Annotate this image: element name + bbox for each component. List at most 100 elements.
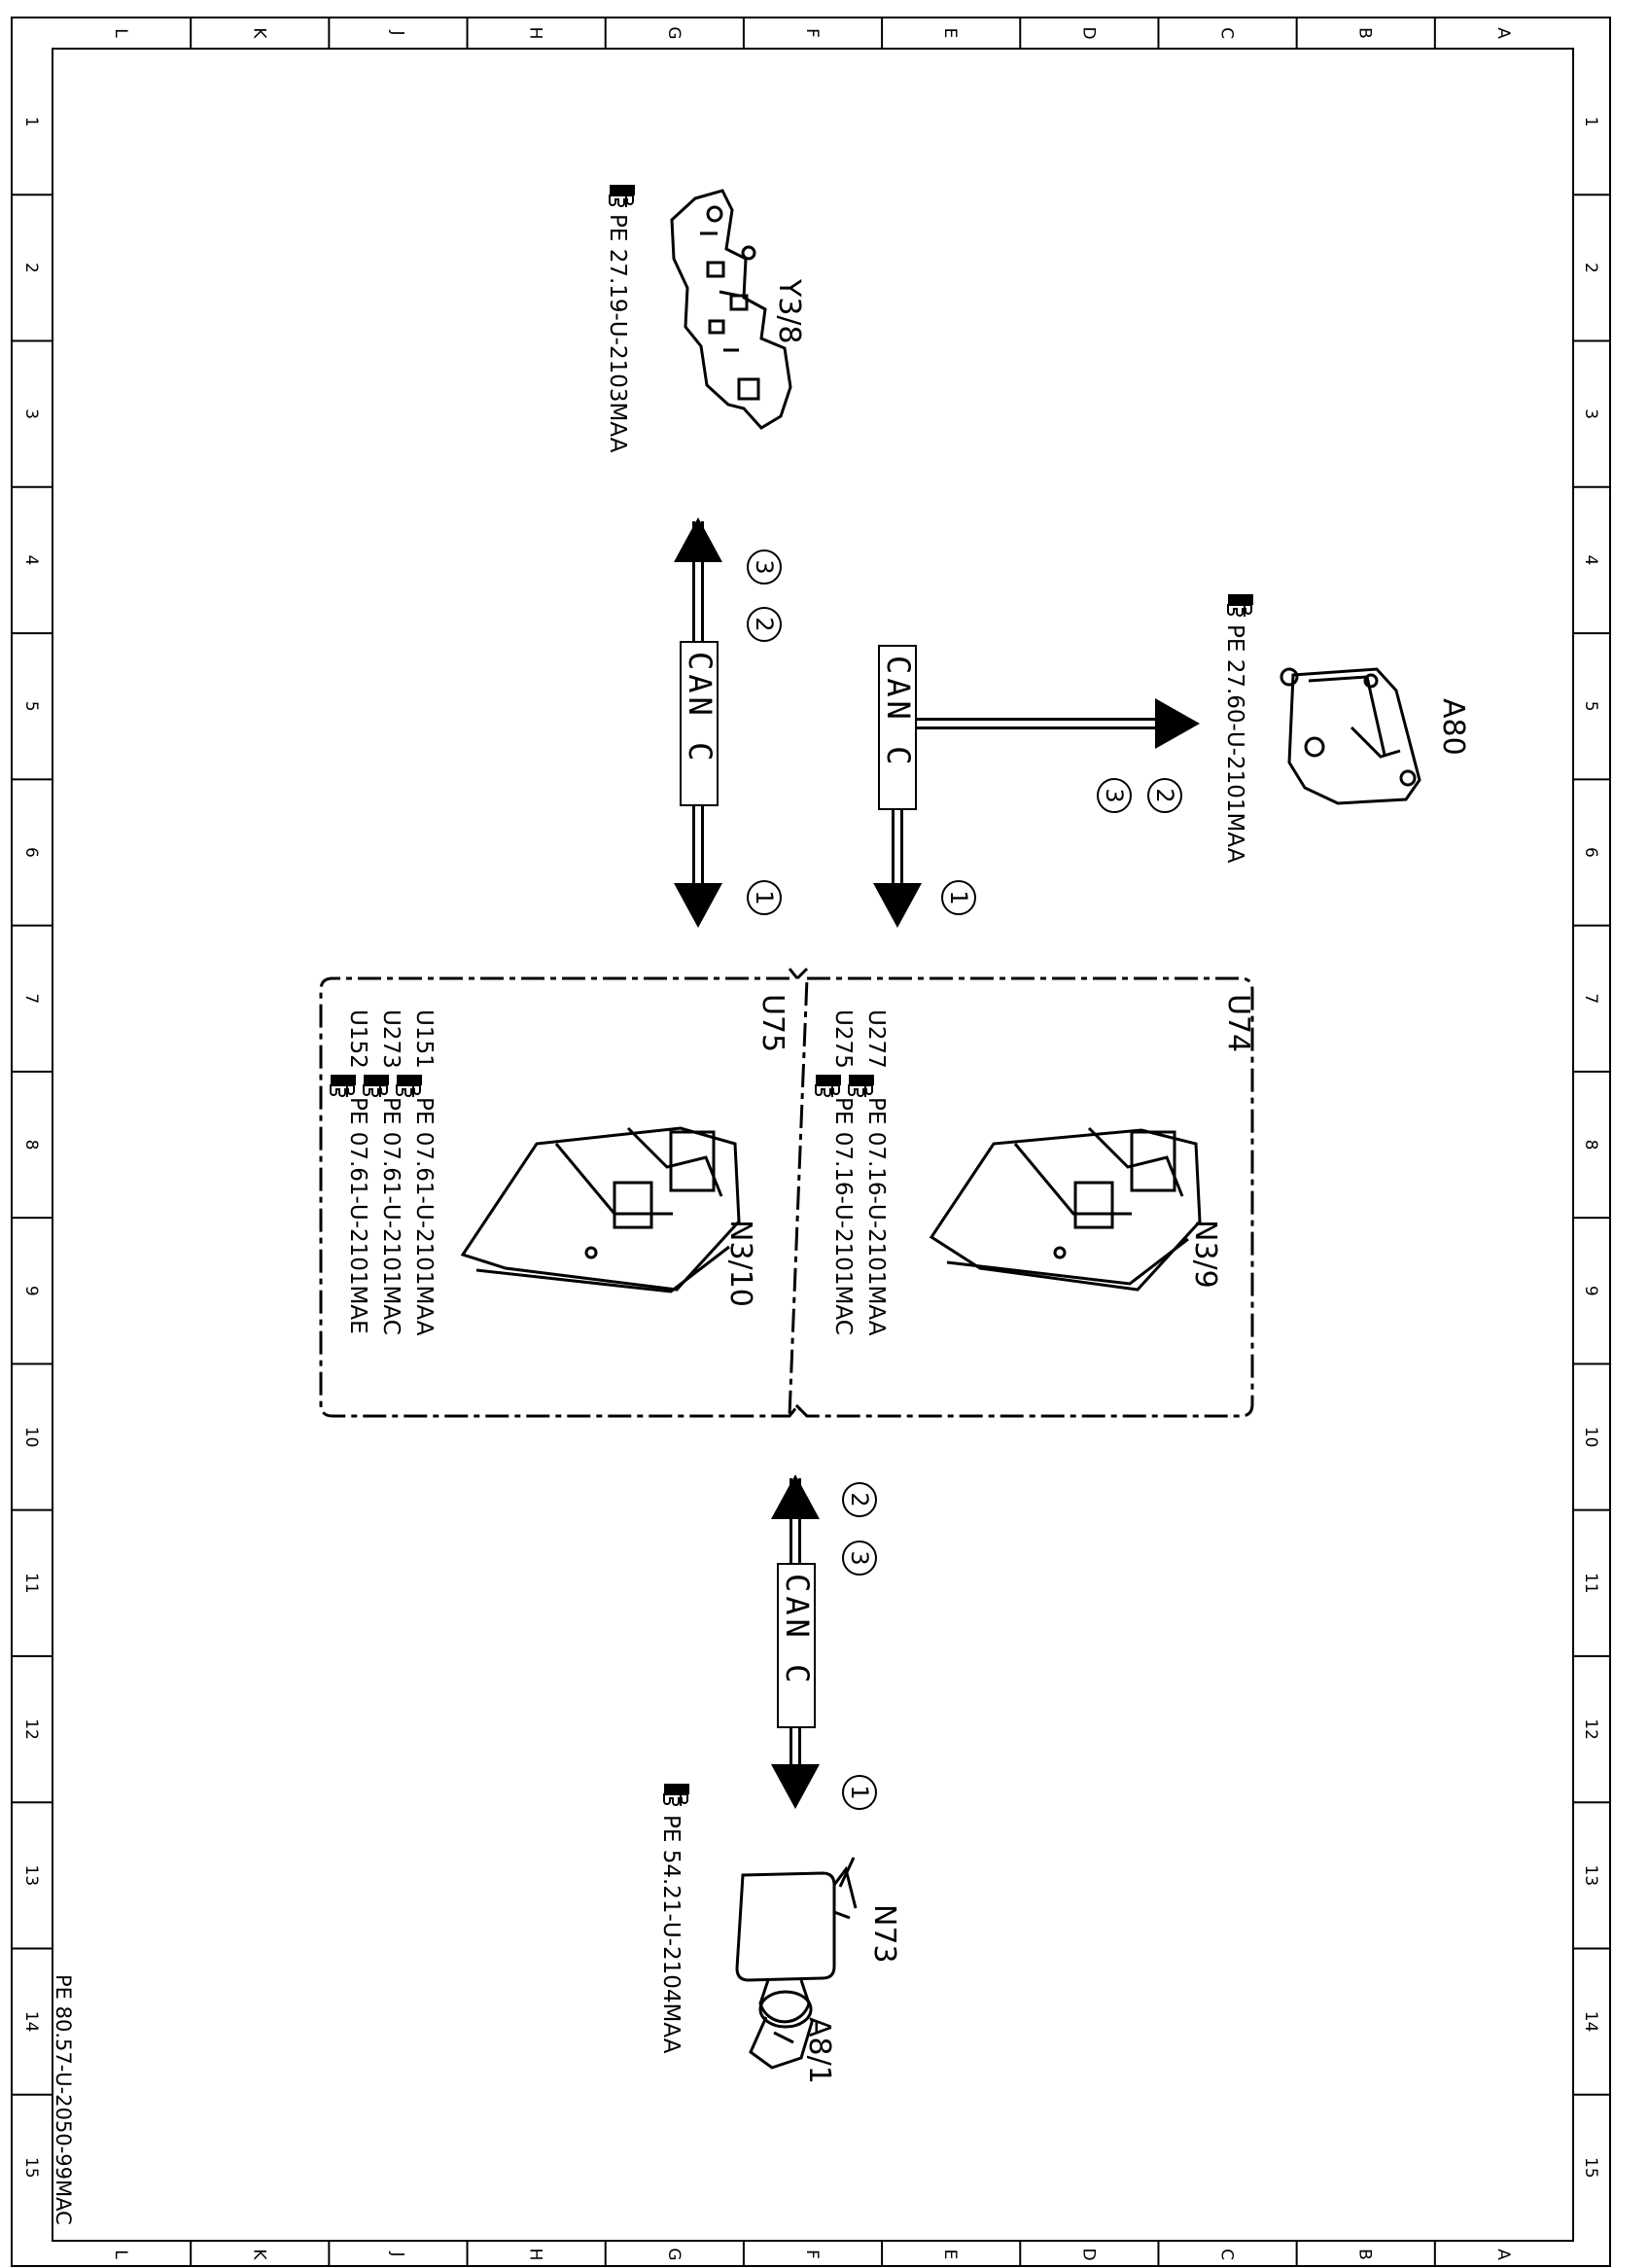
column-label: K xyxy=(249,2249,268,2260)
row-label: 1 xyxy=(21,117,41,127)
row-label: 6 xyxy=(21,847,41,858)
row-label: 9 xyxy=(21,1286,41,1296)
column-label: G xyxy=(664,2248,684,2260)
n3-10-control-module-drawing xyxy=(460,1126,741,1293)
drawing-frame xyxy=(11,17,1611,2267)
arrow-down-icon xyxy=(771,1764,820,1809)
svg-text:2: 2 xyxy=(1151,788,1178,802)
svg-text:2: 2 xyxy=(846,1492,873,1506)
row-label: 12 xyxy=(21,1719,41,1740)
drawing-number: PE 80.57-U-2050-99MAC xyxy=(52,1974,75,2225)
row-label: 2 xyxy=(1581,263,1600,273)
hand-pointer-icon xyxy=(609,184,636,208)
row-label: 5 xyxy=(1581,701,1600,712)
u75-line-2: U273 PE 07.61-U-2101MAC xyxy=(363,1010,403,1335)
arrow-down-icon xyxy=(873,883,922,928)
column-label: H xyxy=(526,2249,545,2261)
row-label: 7 xyxy=(21,993,41,1004)
bus-center-marker-3: 1 xyxy=(941,880,976,915)
row-label: 15 xyxy=(21,2157,41,2179)
column-label: D xyxy=(1078,2248,1098,2260)
can-bus-label: CAN C xyxy=(880,656,917,768)
variant-box-u74: U74 U277 PE 07.16-U-2101MAA U275 PE 07.1… xyxy=(788,976,1255,1421)
y3-8-valve-body-drawing xyxy=(670,189,792,430)
svg-text:3: 3 xyxy=(846,1550,873,1565)
can-bus-label-box xyxy=(777,1563,816,1728)
row-label: 5 xyxy=(21,701,41,712)
column-label: C xyxy=(1217,2249,1237,2260)
column-label: H xyxy=(526,27,545,40)
column-label: L xyxy=(111,28,130,38)
hand-pointer-icon xyxy=(663,1783,690,1807)
column-label: A xyxy=(1493,27,1513,39)
row-label: 3 xyxy=(1581,408,1600,419)
svg-text:1: 1 xyxy=(751,890,778,904)
row-label: 8 xyxy=(21,1140,41,1151)
column-label: F xyxy=(802,28,822,38)
arrow-up-icon xyxy=(674,517,722,562)
u75-label: U75 xyxy=(755,994,789,1052)
row-label: 11 xyxy=(1581,1573,1600,1594)
u74-label: U74 xyxy=(1221,994,1255,1052)
can-bus-bottom: CAN C 2 3 1 xyxy=(771,1474,877,1810)
svg-text:3: 3 xyxy=(751,559,778,574)
arrow-right-icon xyxy=(1155,698,1200,749)
can-bus-center: CAN C 2 3 1 xyxy=(873,645,1200,928)
svg-text:U275: U275 xyxy=(830,1010,856,1069)
component-n73: PE 54.21-U-2104MAA N73 A8/1 xyxy=(658,1783,901,2084)
svg-text:U151: U151 xyxy=(411,1010,437,1069)
can-bus-label-box xyxy=(680,641,719,806)
y3-8-label: Y3/8 xyxy=(772,278,806,344)
a80-module-drawing xyxy=(1280,667,1421,805)
bus-left-marker-1: 3 xyxy=(747,549,782,585)
arrow-down-icon xyxy=(674,883,722,928)
hand-pointer-icon xyxy=(848,1074,875,1098)
bus-bottom-marker-1: 2 xyxy=(842,1482,877,1517)
row-label: 11 xyxy=(21,1573,41,1594)
can-bus-label-box xyxy=(878,645,917,810)
column-label: J xyxy=(387,2250,406,2256)
u75-line-3: U152 PE 07.61-U-2101MAE xyxy=(330,1010,370,1334)
svg-text:PE 07.61-U-2101MAC: PE 07.61-U-2101MAC xyxy=(378,1097,403,1335)
column-label: J xyxy=(387,29,406,35)
hand-pointer-icon xyxy=(815,1074,842,1098)
row-label: 10 xyxy=(1581,1427,1600,1448)
n3-10-label: N3/10 xyxy=(723,1220,757,1307)
column-label: A xyxy=(1493,2249,1513,2260)
row-label: 4 xyxy=(21,555,41,566)
column-label: C xyxy=(1217,27,1237,39)
component-a80: PE 27.60-U-2101MAA A80 xyxy=(1222,593,1470,864)
row-label: 6 xyxy=(1581,847,1600,858)
a80-reference: PE 27.60-U-2101MAA xyxy=(1222,624,1247,864)
row-label: 2 xyxy=(21,263,41,273)
svg-text:1: 1 xyxy=(945,890,972,904)
bus-bottom-marker-2: 3 xyxy=(842,1541,877,1576)
bus-left-marker-2: 2 xyxy=(747,607,782,642)
row-label: 14 xyxy=(1581,2011,1600,2033)
bus-center-marker-1: 2 xyxy=(1147,778,1182,813)
svg-text:PE 07.61-U-2101MAA: PE 07.61-U-2101MAA xyxy=(411,1097,437,1336)
hand-pointer-icon xyxy=(330,1074,357,1098)
row-label: 12 xyxy=(1581,1719,1600,1740)
row-label: 13 xyxy=(1581,1865,1600,1887)
row-label: 7 xyxy=(1581,993,1600,1004)
row-label: 8 xyxy=(1581,1140,1600,1151)
svg-text:3: 3 xyxy=(1101,788,1128,802)
n73-label: N73 xyxy=(867,1904,901,1964)
row-label: 13 xyxy=(21,1865,41,1887)
svg-text:U273: U273 xyxy=(378,1010,403,1069)
component-y3-8: PE 27.19-U-2103MAA Y3/8 xyxy=(605,184,806,453)
svg-text:PE 07.16-U-2101MAC: PE 07.16-U-2101MAC xyxy=(830,1097,856,1335)
can-bus-label: CAN C xyxy=(779,1574,816,1686)
svg-text:PE 07.61-U-2101MAE: PE 07.61-U-2101MAE xyxy=(345,1097,370,1334)
svg-text:U152: U152 xyxy=(345,1010,370,1069)
column-label: F xyxy=(802,2250,822,2259)
row-label: 15 xyxy=(1581,2157,1600,2179)
can-bus-left: CAN C 3 2 1 xyxy=(674,517,782,928)
can-bus-label: CAN C xyxy=(682,652,719,764)
column-label: L xyxy=(111,2250,130,2259)
column-label: E xyxy=(940,28,960,39)
bus-center-marker-2: 3 xyxy=(1097,778,1132,813)
